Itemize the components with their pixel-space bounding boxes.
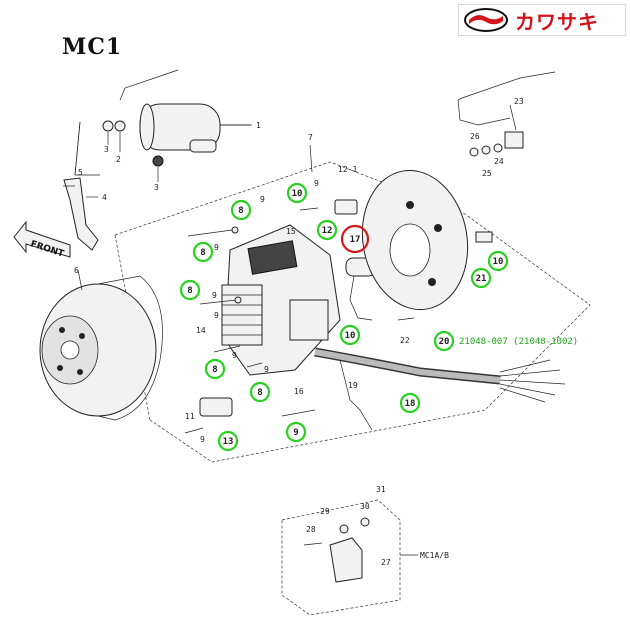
ref-9d: 9	[212, 291, 217, 300]
variant-label: MC1A/B	[420, 551, 449, 560]
kawasaki-river-mark-icon	[464, 8, 508, 32]
ref-4: 4	[102, 193, 107, 202]
callout-8-b[interactable]: 8	[192, 241, 214, 263]
svg-text:9: 9	[293, 428, 298, 438]
variant-inset-box	[281, 499, 418, 616]
ref-6: 6	[74, 266, 79, 275]
ref-9a: 9	[314, 179, 319, 188]
ground-terminal-assembly	[457, 71, 556, 157]
ref-7: 7	[308, 133, 313, 142]
contact-breaker	[199, 199, 358, 417]
spark-plug-lead	[63, 121, 100, 251]
ref-12-1: 12-1	[338, 165, 357, 174]
callout-8-e[interactable]: 8	[249, 381, 271, 403]
svg-text:10: 10	[292, 189, 303, 199]
ref-9f: 9	[232, 351, 237, 360]
svg-text:8: 8	[257, 388, 262, 398]
ref-2: 2	[116, 155, 121, 164]
ref-22: 22	[400, 336, 410, 345]
ref-29: 29	[320, 507, 330, 516]
coil-washers	[102, 120, 164, 182]
ref-16: 16	[294, 387, 304, 396]
svg-text:8: 8	[238, 206, 243, 216]
svg-text:10: 10	[345, 331, 356, 341]
ref-3a: 3	[104, 145, 109, 154]
svg-text:8: 8	[187, 286, 192, 296]
callout-9[interactable]: 9	[285, 421, 307, 443]
part-number-label: 21048-007 (21048-1002)	[459, 337, 578, 347]
stator-base-plate	[361, 169, 493, 311]
callout-10-b[interactable]: 10	[487, 250, 509, 272]
svg-text:18: 18	[405, 399, 416, 409]
ref-15: 15	[286, 227, 296, 236]
callout-20[interactable]: 20	[433, 330, 455, 352]
ref-3b: 3	[154, 183, 159, 192]
svg-text:10: 10	[493, 257, 504, 267]
svg-text:13: 13	[223, 437, 234, 447]
ref-9g: 9	[264, 365, 269, 374]
svg-text:20: 20	[439, 337, 450, 347]
wire-harness	[314, 347, 566, 431]
ref-5: 5	[78, 168, 83, 177]
stator-plate	[221, 224, 341, 376]
ref-30: 30	[360, 502, 370, 511]
callout-8-c[interactable]: 8	[179, 279, 201, 301]
callout-8-a[interactable]: 8	[230, 199, 252, 221]
callout-18[interactable]: 18	[399, 392, 421, 414]
callout-21[interactable]: 21	[470, 267, 492, 289]
ref-9c: 9	[214, 243, 219, 252]
ref-27: 27	[381, 558, 391, 567]
ref-9e: 9	[214, 311, 219, 320]
callout-17[interactable]: 17	[340, 224, 370, 254]
svg-text:8: 8	[200, 248, 205, 258]
brand-name: カワサキ	[515, 9, 599, 34]
flywheel-rotor	[39, 275, 163, 421]
brand-logo: カワサキ	[458, 4, 626, 36]
ref-28: 28	[306, 525, 316, 534]
callout-12[interactable]: 12	[316, 219, 338, 241]
callout-8-d[interactable]: 8	[204, 358, 226, 380]
svg-text:17: 17	[350, 235, 361, 245]
ref-25: 25	[482, 169, 492, 178]
ref-14: 14	[196, 326, 206, 335]
callout-10-a[interactable]: 10	[286, 182, 308, 204]
ref-11: 11	[185, 412, 195, 421]
ref-24: 24	[494, 157, 504, 166]
ref-31: 31	[376, 485, 386, 494]
ref-9h: 9	[200, 435, 205, 444]
ref-26: 26	[470, 132, 480, 141]
ref-9b: 9	[260, 195, 265, 204]
reference-numbers: 1 2 3 3 4 5 6 7 9 9 9 9 9 9 9 9 11 12-1 …	[74, 97, 524, 567]
ref-23: 23	[514, 97, 524, 106]
front-arrow: FRONT	[13, 220, 71, 260]
svg-text:12: 12	[322, 226, 333, 236]
screws	[184, 207, 415, 434]
callout-13[interactable]: 13	[217, 430, 239, 452]
svg-text:21: 21	[476, 274, 487, 284]
leader-lines	[63, 104, 517, 291]
callout-10-c[interactable]: 10	[339, 324, 361, 346]
ignition-coil	[119, 69, 250, 153]
model-code: MC1	[62, 34, 123, 60]
ref-1: 1	[256, 121, 261, 130]
ref-19: 19	[348, 381, 358, 390]
svg-text:8: 8	[212, 365, 217, 375]
